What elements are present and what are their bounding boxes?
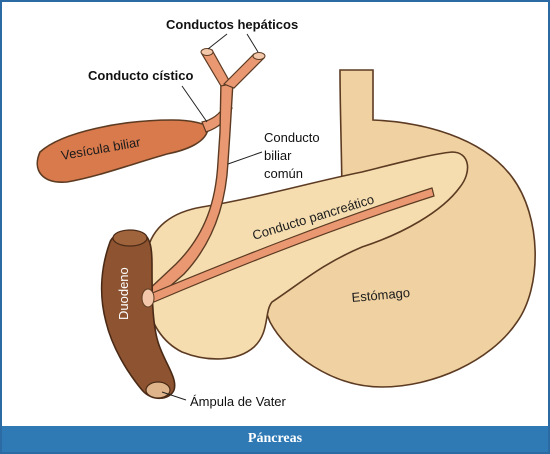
label-duodenum: Duodeno	[116, 267, 131, 320]
leader-hepatic-left	[208, 34, 227, 49]
leader-cystic	[182, 86, 207, 122]
duodenum-top-opening	[113, 230, 147, 246]
common-duct-opening	[142, 289, 154, 307]
hepatic-duct-right-end	[253, 53, 265, 60]
figure-caption: Páncreas	[2, 426, 548, 452]
duodenum-bottom-opening	[146, 382, 170, 398]
label-hepatic-ducts: Conductos hepáticos	[166, 17, 298, 32]
leader-hepatic-right	[247, 34, 258, 52]
label-cystic-duct: Conducto cístico	[88, 68, 194, 83]
label-ampulla: Ámpula de Vater	[190, 394, 287, 409]
label-common-bile-duct-1: Conducto	[264, 130, 320, 145]
label-common-bile-duct-3: común	[264, 166, 303, 181]
hepatic-duct-left-end	[201, 49, 213, 56]
pancreas-diagram: Conductos hepáticos Conducto cístico Ves…	[2, 2, 548, 426]
leader-common-bile	[228, 152, 262, 164]
label-common-bile-duct-2: biliar	[264, 148, 292, 163]
